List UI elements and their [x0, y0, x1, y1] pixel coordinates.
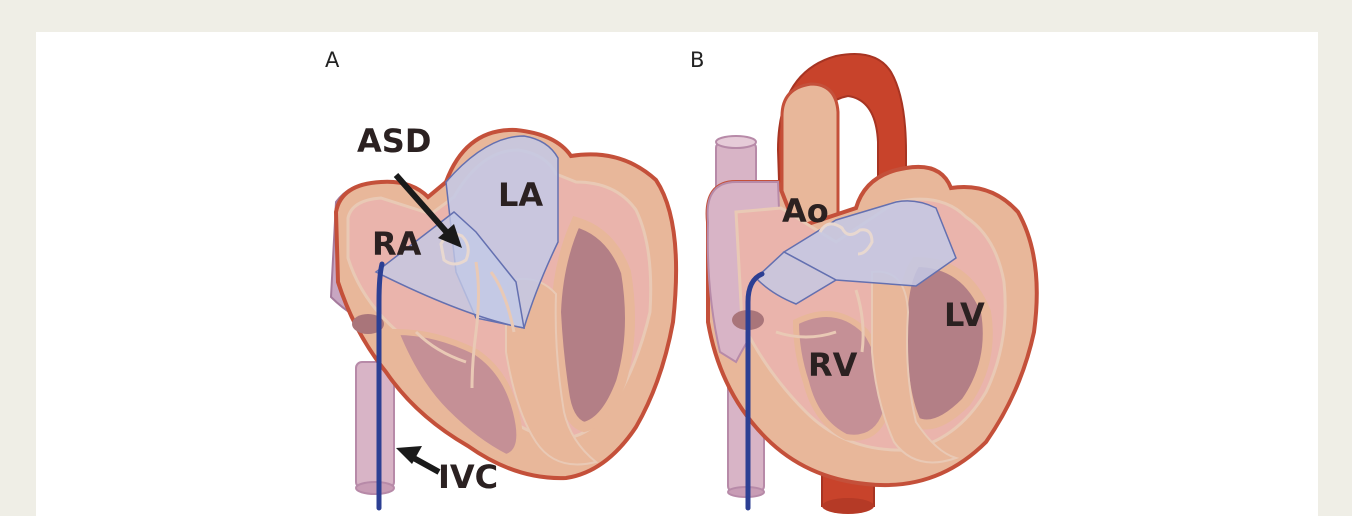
- label-ivc: IVC: [438, 458, 498, 496]
- ivc-vessel: [356, 362, 394, 494]
- panel-a: A: [325, 48, 676, 508]
- panel-b: B: [690, 48, 1037, 514]
- label-la: LA: [498, 176, 543, 214]
- panel-b-letter: B: [690, 48, 704, 72]
- label-ra: RA: [372, 225, 422, 263]
- label-ao: Ao: [782, 192, 829, 230]
- heart-diagram-svg: A: [36, 32, 1318, 516]
- panel-a-letter: A: [325, 48, 340, 72]
- figure-frame: A: [36, 32, 1318, 516]
- lv-cavity-a: [556, 222, 630, 427]
- ivc-arrow: [396, 446, 439, 472]
- label-rv: RV: [808, 346, 858, 384]
- label-asd: ASD: [357, 122, 431, 160]
- label-lv: LV: [944, 296, 985, 334]
